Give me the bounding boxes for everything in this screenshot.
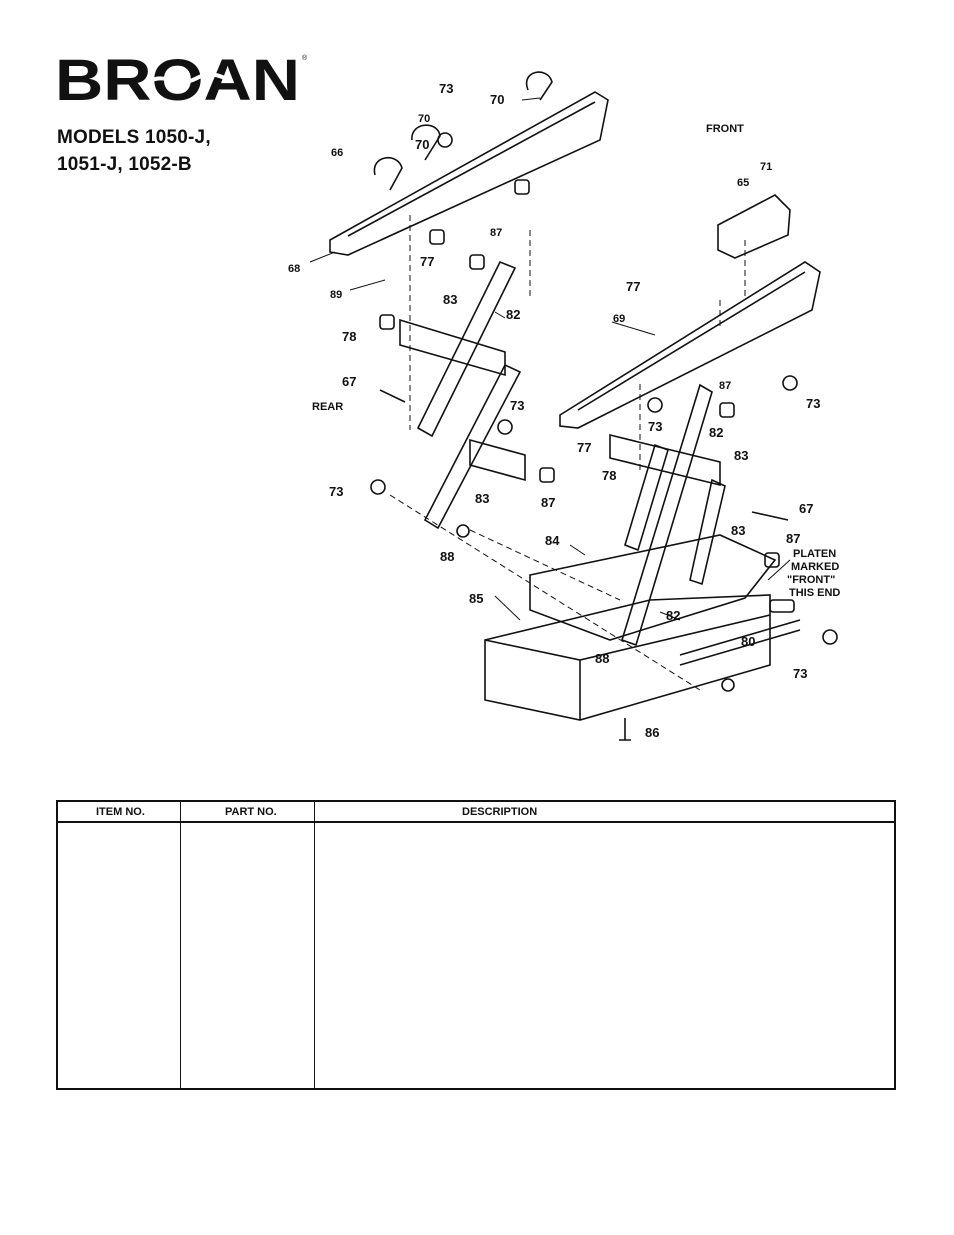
header-description: DESCRIPTION	[462, 806, 538, 818]
callout-85: 85	[469, 591, 483, 606]
callout-89: 89	[330, 289, 342, 301]
callout-73-center: 73	[648, 419, 662, 434]
callout-65: 65	[737, 177, 749, 189]
callout-83-top: 83	[443, 292, 457, 307]
logo-wave-icon	[149, 72, 232, 84]
callout-82-right: 82	[709, 425, 723, 440]
callout-78-left: 78	[342, 329, 356, 344]
callout-88-lower: 88	[595, 651, 609, 666]
callout-73-left: 73	[329, 484, 343, 499]
models-title-line2: 1051-J, 1052-B	[57, 154, 192, 175]
callout-77-center: 77	[577, 440, 591, 455]
platen-note-line2: MARKED	[791, 561, 839, 573]
callout-83-right: 83	[734, 448, 748, 463]
callout-73-lower: 73	[793, 666, 807, 681]
callout-73-mid: 73	[510, 398, 524, 413]
callout-77-right: 77	[626, 279, 640, 294]
callout-71: 71	[760, 161, 772, 173]
rear-label: REAR	[312, 401, 343, 413]
registered-mark: ®	[302, 55, 308, 62]
arm-82-left-shape	[416, 260, 517, 438]
bracket-65-shape	[717, 194, 791, 259]
column-divider-2	[314, 802, 315, 1088]
rail-68-shape	[329, 91, 609, 256]
callout-87-top: 87	[490, 227, 502, 239]
callout-86: 86	[645, 725, 659, 740]
rail-69-shape	[559, 261, 821, 429]
callout-82-lower: 82	[666, 608, 680, 623]
parts-table: ITEM NO. PART NO. DESCRIPTION	[56, 800, 896, 1090]
callout-88-left: 88	[440, 549, 454, 564]
platen-note: PLATEN MARKED "FRONT" THIS END	[787, 548, 840, 599]
arm-82-right-shape	[621, 383, 713, 647]
callout-87-right: 87	[719, 380, 731, 392]
callout-67-left: 67	[342, 374, 356, 389]
callout-73-right: 73	[806, 396, 820, 411]
parts-table-header: ITEM NO. PART NO. DESCRIPTION	[58, 802, 894, 823]
arm-83-right-shape	[624, 443, 669, 552]
diagram-drawing	[309, 71, 838, 741]
header-part-no: PART NO.	[225, 806, 277, 818]
callout-83-lower: 83	[731, 523, 745, 538]
callout-87-center: 87	[541, 495, 555, 510]
exploded-parts-diagram: 73 70 70 70 66 87 71 65 68 77 89 83 82 7…	[288, 71, 840, 741]
models-title-line1: MODELS 1050-J,	[57, 127, 211, 148]
pan-85-shape	[484, 594, 771, 721]
callout-66: 66	[331, 147, 343, 159]
callout-78-center: 78	[602, 468, 616, 483]
broan-logo: BROAN	[55, 55, 300, 105]
callout-68: 68	[288, 263, 300, 275]
callout-83-left: 83	[475, 491, 489, 506]
hook-70-shape	[525, 71, 553, 101]
column-divider-1	[180, 802, 181, 1088]
platen-note-line1: PLATEN	[793, 548, 836, 560]
callout-87-lower: 87	[786, 531, 800, 546]
platen-note-line4: THIS END	[789, 587, 840, 599]
callout-70-top: 70	[490, 92, 504, 107]
callout-67-right: 67	[799, 501, 813, 516]
callout-82-top: 82	[506, 307, 520, 322]
front-label: FRONT	[706, 123, 744, 135]
header-item-no: ITEM NO.	[96, 806, 145, 818]
callout-84: 84	[545, 533, 560, 548]
callout-70-small: 70	[418, 113, 430, 125]
platen-note-line3: "FRONT"	[787, 574, 835, 586]
platen-84-shape	[529, 534, 777, 641]
shaft-80-shape	[679, 619, 801, 666]
models-title: MODELS 1050-J, 1051-J, 1052-B	[57, 124, 211, 178]
callout-73-top: 73	[439, 81, 453, 96]
callout-70-mid: 70	[415, 137, 429, 152]
arm-83-left-shape	[423, 363, 522, 530]
callout-77-top: 77	[420, 254, 434, 269]
callout-69: 69	[613, 313, 625, 325]
callout-80: 80	[741, 634, 755, 649]
